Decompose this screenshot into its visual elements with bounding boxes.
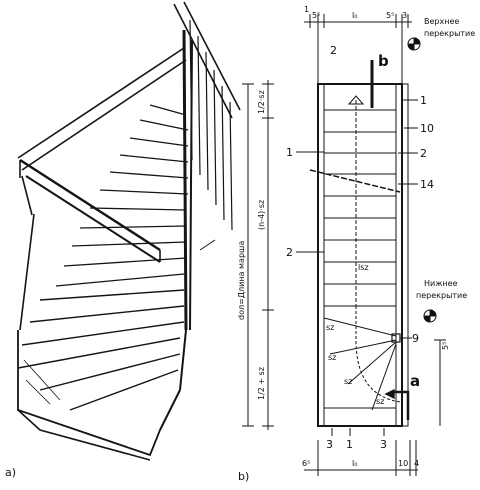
callout-bottom-3-left: 3 bbox=[326, 438, 333, 451]
top-dim-4: 5⁵ bbox=[386, 11, 394, 20]
panel-b-label: b) bbox=[238, 470, 249, 483]
top-dim-3: l₀ bbox=[352, 11, 357, 20]
callout-right-14: 14 bbox=[420, 178, 434, 191]
arrow-label-b: b bbox=[378, 52, 389, 70]
winder-label-3: sz bbox=[344, 377, 352, 386]
lower-floor-label-2: перекрытие bbox=[416, 291, 467, 300]
left-dim-half: 1/2·sz bbox=[257, 90, 266, 114]
upper-floor-label-1: Верхнее bbox=[424, 17, 459, 26]
callout-bottom-1: 1 bbox=[346, 438, 353, 451]
upper-floor-label-2: перекрытие bbox=[424, 29, 475, 38]
callout-bottom-3-right: 3 bbox=[380, 438, 387, 451]
staircase-perspective-drawing bbox=[17, 1, 241, 461]
callout-left-2-top: 2 bbox=[330, 44, 337, 57]
lower-floor-label-1: Нижнее bbox=[424, 279, 458, 288]
callout-right-10: 10 bbox=[420, 122, 434, 135]
callout-right-9: 9 bbox=[412, 332, 419, 345]
bottom-dim-3: 10 bbox=[398, 459, 408, 468]
callout-left-1: 1 bbox=[286, 146, 293, 159]
center-walking-label: lsz bbox=[358, 263, 369, 272]
bottom-dim-2: l₀ bbox=[352, 459, 357, 468]
arrow-label-a: a bbox=[410, 372, 420, 390]
callout-right-1: 1 bbox=[420, 94, 427, 107]
winder-label-2: sz bbox=[328, 353, 336, 362]
bottom-dim-4: 4 bbox=[414, 459, 419, 468]
right-dim-label: 5⁵ bbox=[441, 342, 450, 350]
winder-label-1: sz bbox=[326, 323, 334, 332]
left-dim-middle: (n-4)·sz bbox=[257, 200, 266, 230]
top-dim-1: 1 bbox=[304, 5, 309, 14]
callout-right-2: 2 bbox=[420, 147, 427, 160]
bottom-dim-1: 6⁵ bbox=[302, 459, 310, 468]
staircase-plan bbox=[309, 60, 410, 427]
top-dim-2: 5⁵ bbox=[312, 11, 320, 20]
winder-label-4: sz bbox=[376, 397, 384, 406]
left-dim-bottom: 1/2 + sz bbox=[257, 367, 266, 400]
panel-a-label: a) bbox=[5, 466, 16, 479]
top-dim-5: 3 bbox=[402, 11, 407, 20]
left-long-label: dол=Длина марша bbox=[237, 241, 246, 320]
callout-left-2-bottom: 2 bbox=[286, 246, 293, 259]
